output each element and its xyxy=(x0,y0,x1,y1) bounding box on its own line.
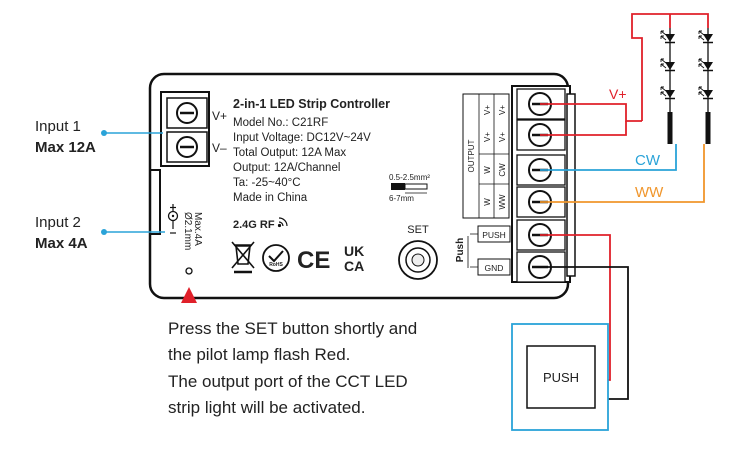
input-vplus-label: V+ xyxy=(212,109,227,123)
push-switch: PUSH xyxy=(511,323,609,431)
led-diode-icon xyxy=(660,86,675,100)
input-vminus-label: V– xyxy=(212,141,227,155)
ww-wire-label: WW xyxy=(635,184,664,201)
strip-length-label: 6-7mm xyxy=(389,194,414,203)
device-total-output: Total Output: 12A Max xyxy=(233,147,346,159)
terminal-v1-right: V+ xyxy=(498,105,507,115)
wireless-icon xyxy=(277,217,288,228)
ce-mark: CE xyxy=(297,247,330,274)
jack-size-label: Ø2.1mm xyxy=(182,212,193,250)
controller-body: V+ V– Ø2.1mm Max.4A 2-in-1 LED Strip Con… xyxy=(148,72,576,300)
wire-gnd xyxy=(540,266,629,400)
terminal-v2-left: V+ xyxy=(483,132,492,142)
dc-jack-icon xyxy=(167,204,179,234)
device-title: 2-in-1 LED Strip Controller xyxy=(233,97,390,111)
device-ta: Ta: -25~40°C xyxy=(233,177,301,189)
input2-max: Max 4A xyxy=(35,235,88,252)
led-diode-icon xyxy=(698,30,713,44)
wire-vplus-strip xyxy=(631,13,709,121)
rohs-text: RoHS xyxy=(269,262,283,268)
led-column-ww xyxy=(698,28,713,144)
pilot-lamp-icon xyxy=(185,267,193,275)
ukca-mark-bottom: CA xyxy=(344,258,364,274)
push-group-label: Push xyxy=(455,238,466,262)
output-group-label: OUTPUT xyxy=(467,139,476,172)
output-label-panel xyxy=(462,93,510,219)
set-label: SET xyxy=(407,224,429,236)
led-column-cw xyxy=(660,28,675,144)
device-output: Output: 12A/Channel xyxy=(233,162,340,174)
wires xyxy=(540,13,709,400)
led-diode-icon xyxy=(698,86,713,100)
input-pointers xyxy=(101,130,165,235)
input1-label: Input 1 xyxy=(35,118,81,135)
wire-spec-label: 0.5-2.5mm² xyxy=(389,173,430,182)
screw-terminals xyxy=(516,88,566,283)
led-diode-icon xyxy=(660,58,675,72)
device-made-in: Made in China xyxy=(233,192,308,204)
ukca-mark-top: UK xyxy=(344,243,364,259)
terminal-cw-right: CW xyxy=(498,163,507,177)
input-terminal-block xyxy=(160,91,210,167)
terminal-ww-left: W xyxy=(483,198,492,206)
device-model: Model No.: C21RF xyxy=(233,117,328,129)
terminal-v2-right: V+ xyxy=(498,132,507,142)
instruction-line-1: Press the SET button shortly and xyxy=(168,319,417,338)
jack-max-label: Max.4A xyxy=(192,212,203,246)
terminal-ww-right: WW xyxy=(498,194,507,210)
vplus-wire-label: V+ xyxy=(609,86,627,102)
device-input-voltage: Input Voltage: DC12V~24V xyxy=(233,132,371,144)
led-diode-icon xyxy=(660,30,675,44)
wire-strip-icon xyxy=(391,183,428,194)
wire-ww xyxy=(540,144,705,203)
pilot-lamp-pointer-icon xyxy=(181,287,197,303)
wire-cw xyxy=(540,144,677,171)
input2-label: Input 2 xyxy=(35,214,81,231)
wire-vplus-2 xyxy=(540,121,627,136)
terminal-v1-left: V+ xyxy=(483,105,492,115)
led-diode-icon xyxy=(698,58,713,72)
input1-max: Max 12A xyxy=(35,139,96,156)
push-box-label: PUSH xyxy=(543,370,579,385)
rohs-icon: RoHS xyxy=(262,244,290,272)
weee-bin-icon xyxy=(231,241,255,274)
device-rf: 2.4G RF xyxy=(233,219,275,231)
terminal-gnd-label: GND xyxy=(485,263,504,273)
instruction-line-2: the pilot lamp flash Red. xyxy=(168,345,350,364)
cw-wire-label: CW xyxy=(635,152,661,169)
wire-vplus-1 xyxy=(540,103,642,122)
instructions: Press the SET button shortly and the pil… xyxy=(168,319,417,417)
terminal-cw-left: W xyxy=(483,166,492,174)
led-strip xyxy=(660,28,713,144)
terminal-push-label: PUSH xyxy=(482,230,506,240)
set-button[interactable] xyxy=(398,240,438,280)
instruction-line-3: The output port of the CCT LED xyxy=(168,372,408,391)
instruction-line-4: strip light will be activated. xyxy=(168,398,365,417)
